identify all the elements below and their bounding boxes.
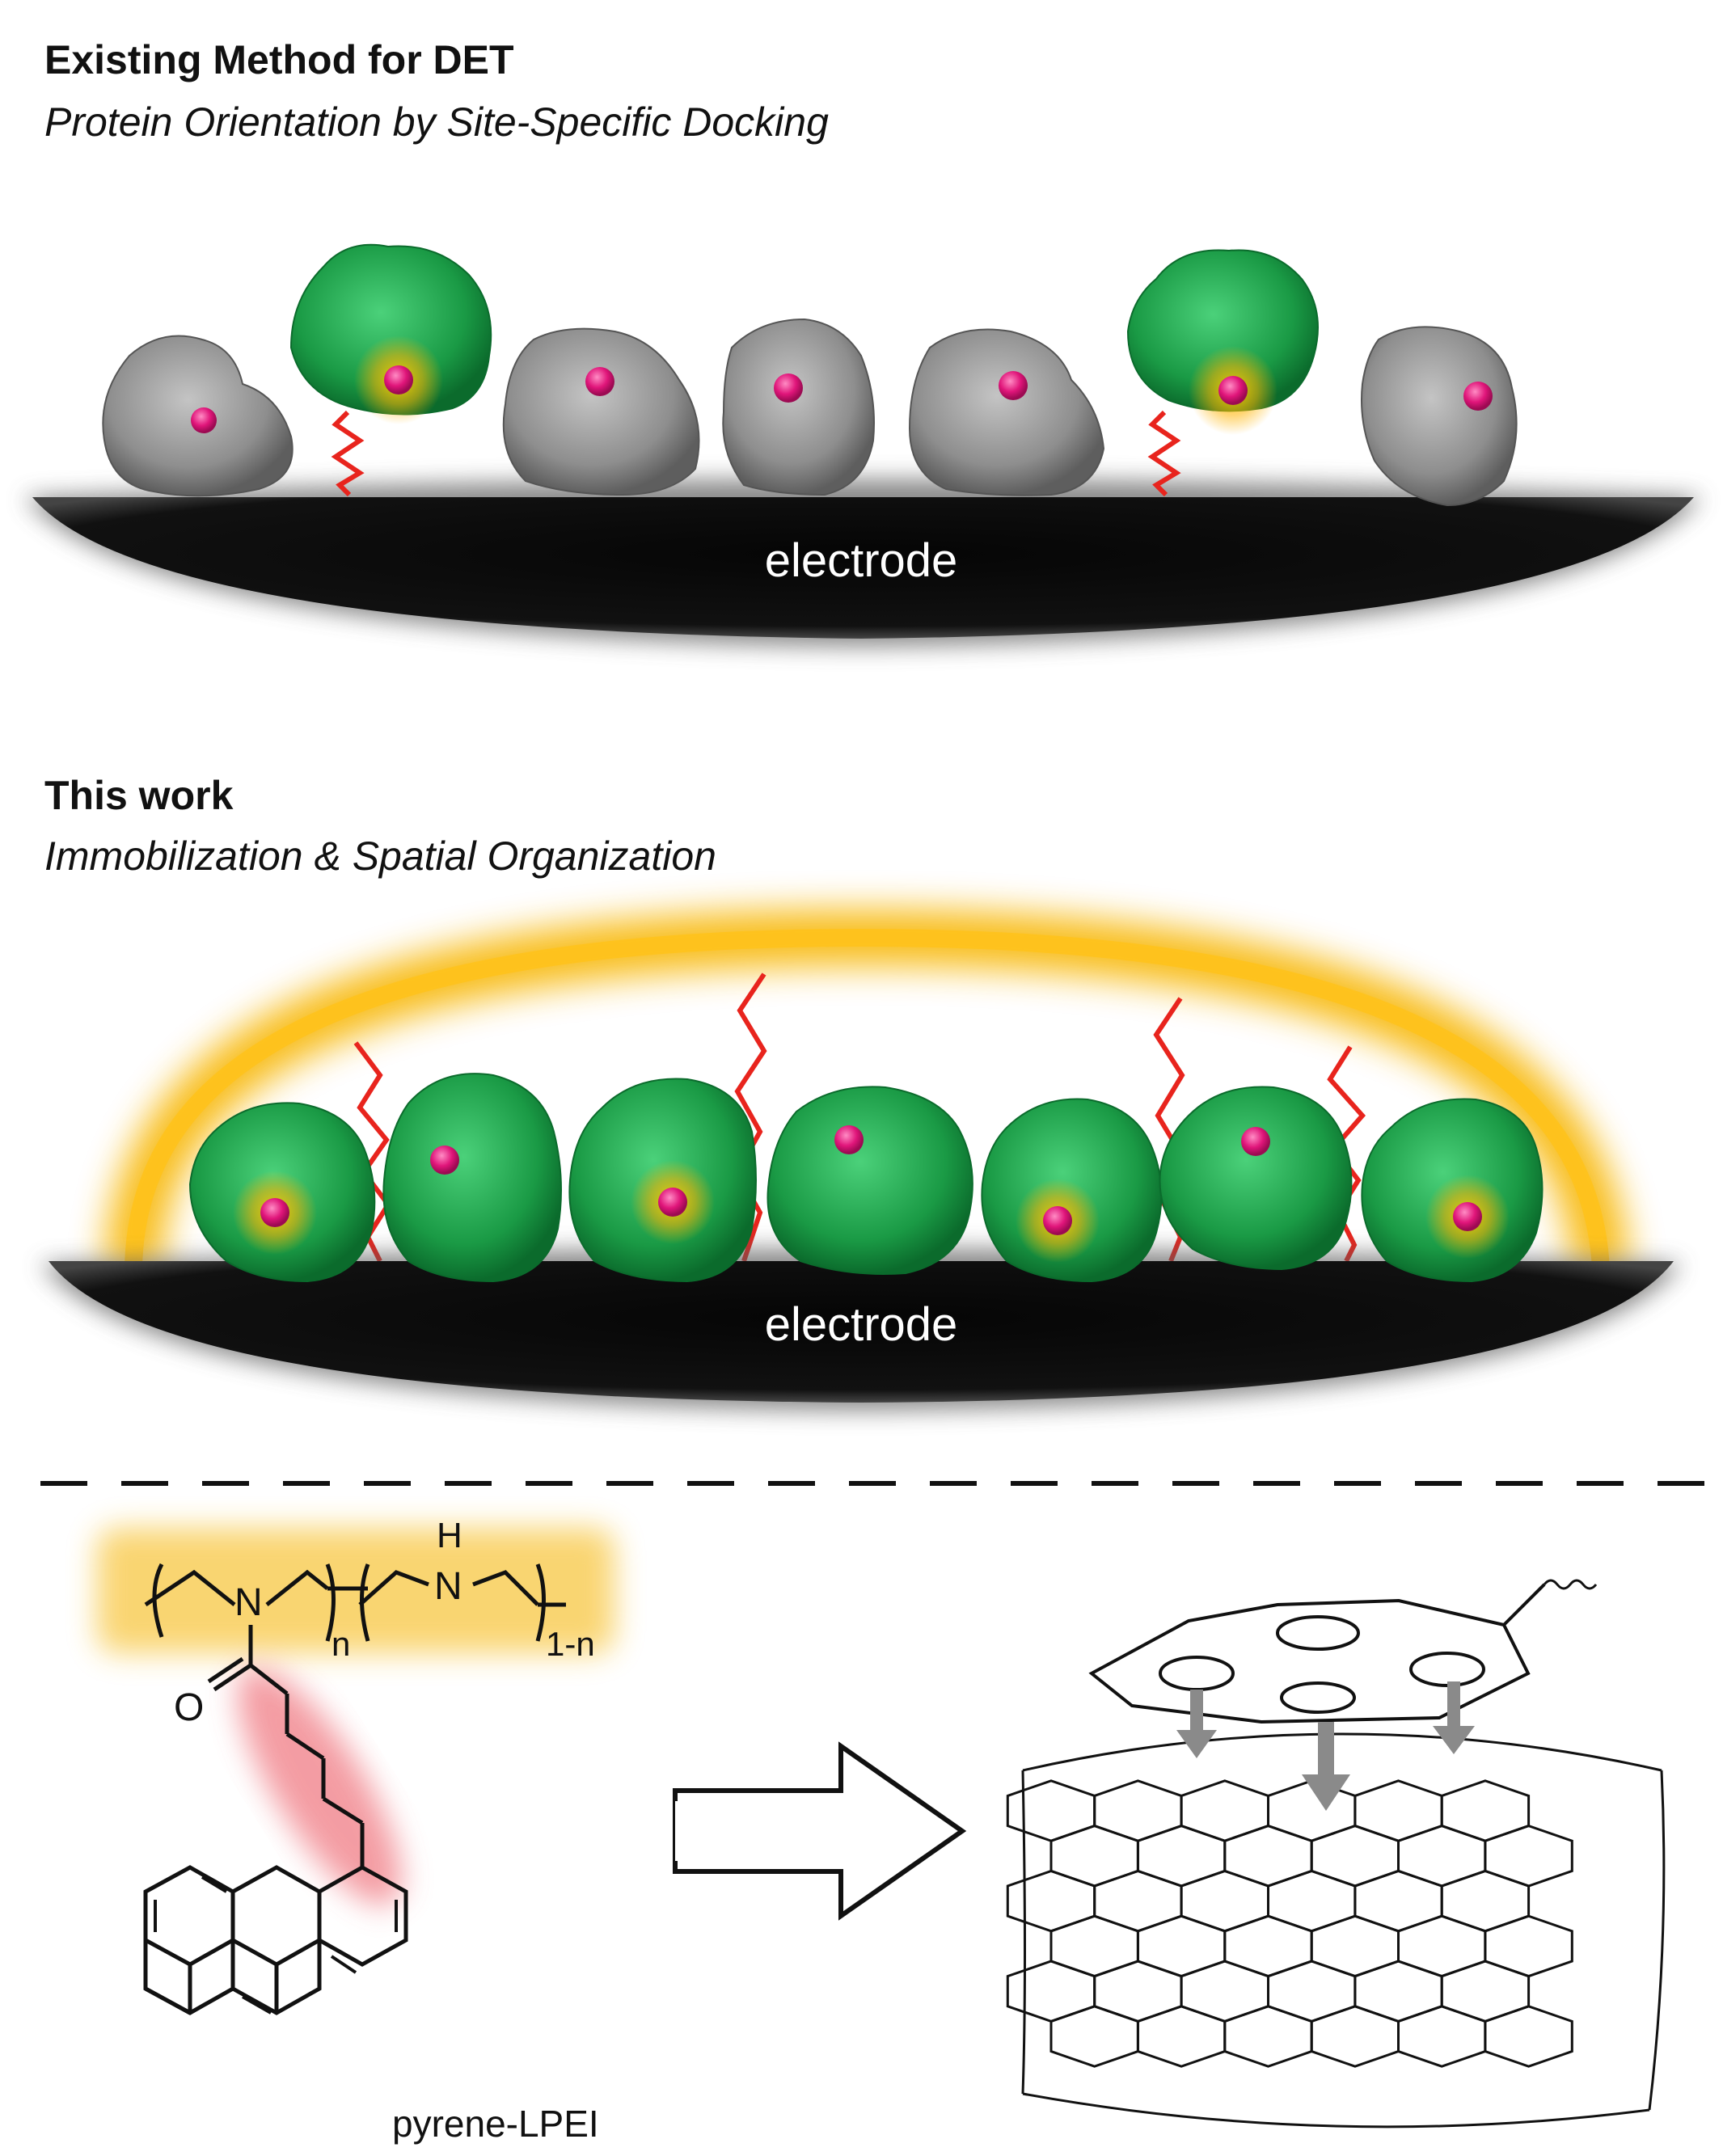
top-electrode [24, 479, 1702, 647]
lattice-hexagon [1397, 1914, 1487, 1978]
lattice-hexagon [1484, 1825, 1573, 1888]
cofactor [1218, 376, 1248, 405]
lattice-hexagon [1353, 1869, 1443, 1933]
pyrene-on-nanotube [1088, 1579, 1598, 1724]
lattice-hexagon [1006, 1779, 1096, 1842]
lattice-hexagon [1353, 1960, 1443, 2023]
stacking-arrows [1176, 1681, 1475, 1811]
nanotube-hex-lattice [1006, 1779, 1573, 2068]
middle-panel-title: This work [44, 773, 234, 818]
lattice-hexagon [1049, 1914, 1139, 1978]
cofactor [260, 1198, 289, 1227]
middle-electrode-label: electrode [764, 1298, 958, 1351]
lattice-hexagon [1484, 2005, 1573, 2068]
atom-o-label: O [174, 1686, 205, 1729]
lattice-hexagon [1006, 1960, 1096, 2023]
lattice-hexagon [1267, 1779, 1357, 1842]
lattice-hexagon [1223, 1825, 1313, 1888]
lattice-hexagon [1136, 1825, 1227, 1888]
middle-glow-dome [105, 909, 1629, 1272]
middle-panel-subtitle: Immobilization & Spatial Organization [44, 833, 716, 879]
cofactor [834, 1125, 864, 1154]
cofactor [191, 407, 217, 433]
middle-electrode [40, 1248, 1682, 1411]
lattice-hexagon [1440, 1960, 1531, 2023]
gray-protein [502, 327, 700, 496]
lattice-hexagon [1484, 1914, 1573, 1978]
lattice-hexagon [1180, 1960, 1269, 2023]
lattice-hexagon [1310, 2005, 1400, 2068]
pyrene-lpei-label: pyrene-LPEI [392, 2103, 599, 2145]
atom-nh-n-label: N [434, 1565, 462, 1608]
lattice-hexagon [1180, 1869, 1269, 1933]
subscript-1-n: 1-n [546, 1625, 595, 1663]
cofactor [384, 365, 413, 394]
carbon-nanotube [1021, 1732, 1666, 2129]
top-panel-title: Existing Method for DET [44, 37, 514, 82]
cofactor [1453, 1202, 1482, 1231]
lattice-hexagon [1093, 1869, 1183, 1933]
lattice-hexagon [1440, 1869, 1531, 1933]
atom-h-label: H [437, 1516, 462, 1555]
middle-proteins [188, 1073, 1544, 1283]
cofactor [430, 1146, 459, 1175]
subscript-n: n [332, 1625, 351, 1663]
cofactor [774, 373, 803, 403]
linker [1147, 410, 1181, 497]
lattice-hexagon [1093, 1960, 1183, 2023]
cofactor [658, 1188, 687, 1217]
lattice-hexagon [1310, 1825, 1400, 1888]
green-protein [766, 1086, 973, 1275]
gray-protein [1361, 326, 1518, 507]
lattice-hexagon [1440, 1779, 1531, 1842]
top-cofactors [191, 365, 1493, 433]
cofactor [1043, 1206, 1072, 1235]
green-protein [1159, 1086, 1353, 1271]
top-proteins [102, 243, 1518, 507]
lattice-hexagon [1223, 2005, 1313, 2068]
cofactor [1463, 382, 1493, 411]
cofactor [999, 371, 1028, 400]
lpei-polymer-structure [143, 1563, 566, 2015]
middle-cofactors [233, 1125, 1510, 1263]
lattice-hexagon [1136, 2005, 1227, 2068]
lattice-hexagon [1397, 1825, 1487, 1888]
top-panel-subtitle: Protein Orientation by Site-Specific Doc… [44, 99, 829, 145]
lattice-hexagon [1397, 2005, 1487, 2068]
green-protein [382, 1073, 562, 1283]
gray-protein [908, 328, 1105, 496]
top-electrode-label: electrode [764, 534, 958, 587]
lattice-hexagon [1006, 1869, 1096, 1933]
cofactor [1241, 1127, 1270, 1156]
lattice-hexagon [1267, 1869, 1357, 1933]
gray-protein [722, 318, 875, 496]
lattice-hexagon [1310, 1914, 1400, 1978]
process-arrow [673, 1741, 967, 1921]
lattice-hexagon [1267, 1960, 1357, 2023]
lattice-hexagon [1223, 1914, 1313, 1978]
lattice-hexagon [1353, 1779, 1443, 1842]
lattice-hexagon [1049, 2005, 1139, 2068]
lattice-hexagon [1136, 1914, 1227, 1978]
lattice-hexagon [1093, 1779, 1183, 1842]
lattice-hexagon [1180, 1779, 1269, 1842]
lattice-hexagon [1049, 1825, 1139, 1888]
linker [331, 410, 365, 497]
cofactor [585, 367, 614, 396]
atom-n-label: N [234, 1581, 263, 1624]
